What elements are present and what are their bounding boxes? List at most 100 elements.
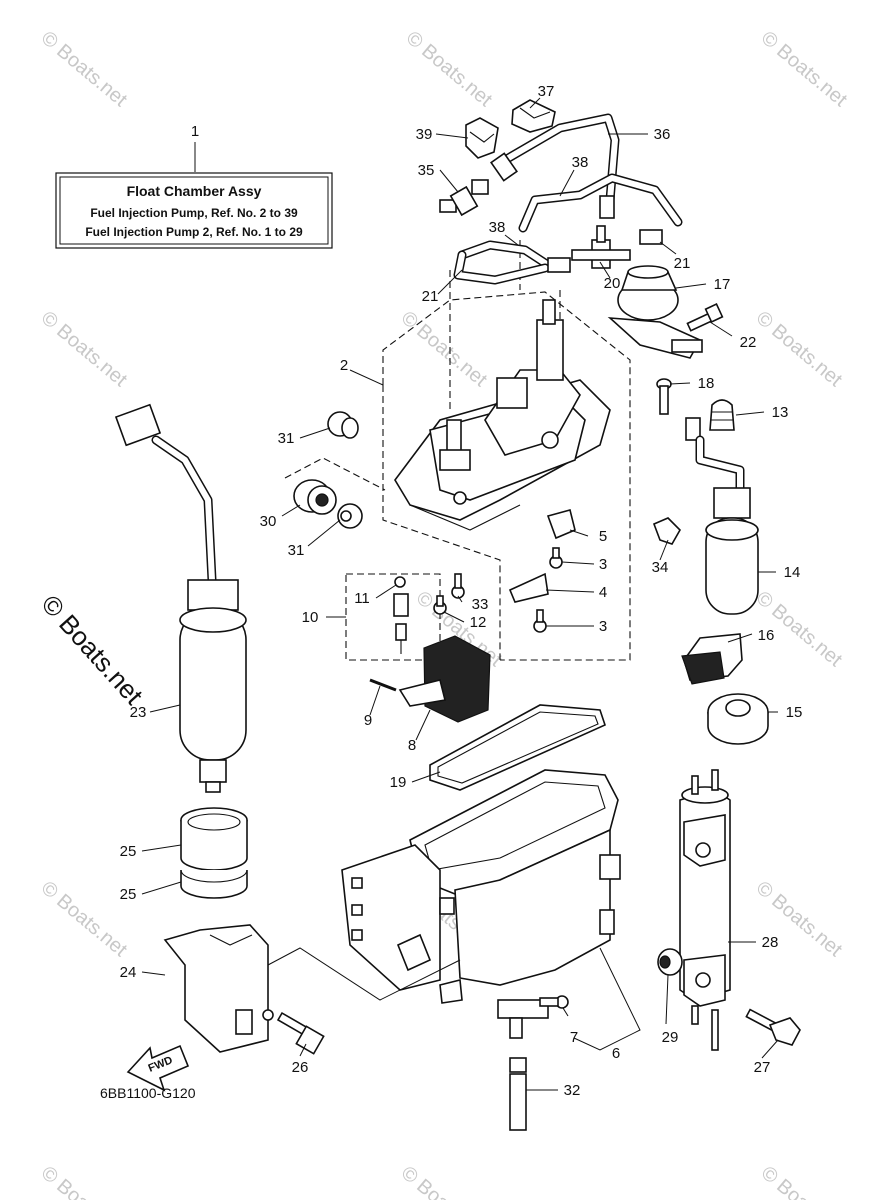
band-25-upper	[180, 807, 248, 871]
fuel-pump-connector	[685, 417, 701, 441]
callout-38: 38	[572, 154, 589, 171]
pin-9	[369, 678, 397, 692]
watermark-text: © Boats.net	[397, 307, 492, 391]
leader-lines	[141, 97, 779, 1091]
bolt-27	[745, 1008, 801, 1046]
filter-13	[685, 399, 735, 441]
watermark-text: © Boats.net	[757, 27, 852, 111]
callout-31: 31	[288, 542, 305, 559]
screw-12	[433, 595, 447, 615]
box-outer	[55, 172, 333, 249]
gasket-19	[429, 704, 606, 791]
callout-24: 24	[120, 964, 137, 981]
callout-30: 30	[260, 513, 277, 530]
watermark-text: © Boats.net	[37, 1162, 132, 1200]
diagram-reference-code: 6BB1100-G120	[100, 1085, 196, 1101]
callout-10: 10	[302, 609, 319, 626]
callout-22: 22	[740, 334, 757, 351]
callout-13: 13	[772, 404, 789, 421]
float-chamber-outline	[382, 385, 501, 660]
boats-net-watermark: © Boats.net	[36, 589, 150, 711]
callout-5: 5	[599, 528, 607, 545]
band-25-lower	[180, 869, 248, 899]
callout-37: 37	[538, 83, 555, 100]
bracket-24-reference-line	[267, 947, 461, 1001]
connector	[114, 403, 162, 447]
plate-4	[508, 572, 549, 603]
callout-38: 38	[489, 219, 506, 236]
o-ring-11	[394, 576, 406, 588]
callout-1: 1	[191, 123, 199, 140]
float-chamber-body	[341, 769, 621, 1039]
callout-15: 15	[786, 704, 803, 721]
callout-27: 27	[754, 1059, 771, 1076]
float-chamber-assy-box: Float Chamber Assy Fuel Injection Pump, …	[55, 142, 333, 249]
callout-8: 8	[408, 737, 416, 754]
callout-35: 35	[418, 162, 435, 179]
watermark-text: © Boats.net	[37, 877, 132, 961]
grommet-31-upper	[327, 411, 359, 439]
callout-3: 3	[599, 618, 607, 635]
cooler-28	[679, 769, 731, 1051]
clip-34	[652, 517, 681, 545]
callout-26: 26	[292, 1059, 309, 1076]
callout-32: 32	[564, 1082, 581, 1099]
hose-end-fitting	[490, 152, 518, 182]
watermark-text: © Boats.net	[37, 307, 132, 391]
box-line-1: Fuel Injection Pump, Ref. No. 2 to 39	[90, 206, 298, 220]
callout-labels: 1 2 3 3 4 5 6 7 8 9 10 11 12 13 14 15 16…	[120, 83, 803, 1099]
callout-25: 25	[120, 886, 137, 903]
callout-2: 2	[340, 357, 348, 374]
callout-3: 3	[599, 556, 607, 573]
needle-valve-10	[393, 576, 409, 654]
grommet-31-lower	[337, 503, 363, 529]
callout-36: 36	[654, 126, 671, 143]
screw-3-lower	[533, 609, 547, 633]
bolt-22	[686, 303, 724, 332]
callout-9: 9	[364, 712, 372, 729]
screw-3-upper	[549, 547, 563, 569]
callout-12: 12	[470, 614, 487, 631]
callout-20: 20	[604, 275, 621, 292]
fitting-35	[439, 179, 489, 217]
box-line-2: Fuel Injection Pump 2, Ref. No. 1 to 29	[85, 225, 303, 239]
callout-23: 23	[130, 704, 147, 721]
callout-39: 39	[416, 126, 433, 143]
callout-21: 21	[674, 255, 691, 272]
callout-14: 14	[784, 564, 801, 581]
fuel-pump-14	[695, 435, 759, 615]
callout-21: 21	[422, 288, 439, 305]
callout-34: 34	[652, 559, 669, 576]
watermark-text: © Boats.net	[37, 27, 132, 111]
fuel-pump-23	[114, 403, 247, 793]
fwd-arrow: FWD	[126, 1044, 190, 1092]
callout-11: 11	[354, 590, 370, 607]
callout-31: 31	[278, 430, 295, 447]
float-chamber-outline	[382, 291, 631, 661]
watermark-text: © Boats.net	[757, 1162, 852, 1200]
callout-7: 7	[570, 1029, 578, 1046]
hose-end-fitting	[547, 257, 571, 273]
watermark-text: © Boats.net	[402, 27, 497, 111]
float-chamber-cover	[394, 299, 611, 531]
box-inner	[59, 176, 329, 245]
callout-18: 18	[698, 375, 715, 392]
screw-7	[539, 995, 569, 1009]
callout-6: 6	[612, 1045, 620, 1062]
hose-end-fitting	[639, 229, 663, 245]
pressure-regulator-17	[607, 265, 703, 359]
grommet-30	[293, 479, 337, 515]
damper-15	[707, 693, 769, 745]
watermark-text: © Boats.net	[752, 307, 847, 391]
hose-32	[509, 1057, 527, 1131]
box-title: Float Chamber Assy	[127, 183, 262, 199]
bracket-24	[163, 924, 274, 1053]
bolt-26	[276, 1011, 325, 1055]
screw-18	[656, 378, 672, 415]
callout-25: 25	[120, 843, 137, 860]
hose-clamp-37	[511, 99, 556, 133]
watermark-text: © Boats.net	[397, 1162, 492, 1200]
callout-28: 28	[762, 934, 779, 951]
